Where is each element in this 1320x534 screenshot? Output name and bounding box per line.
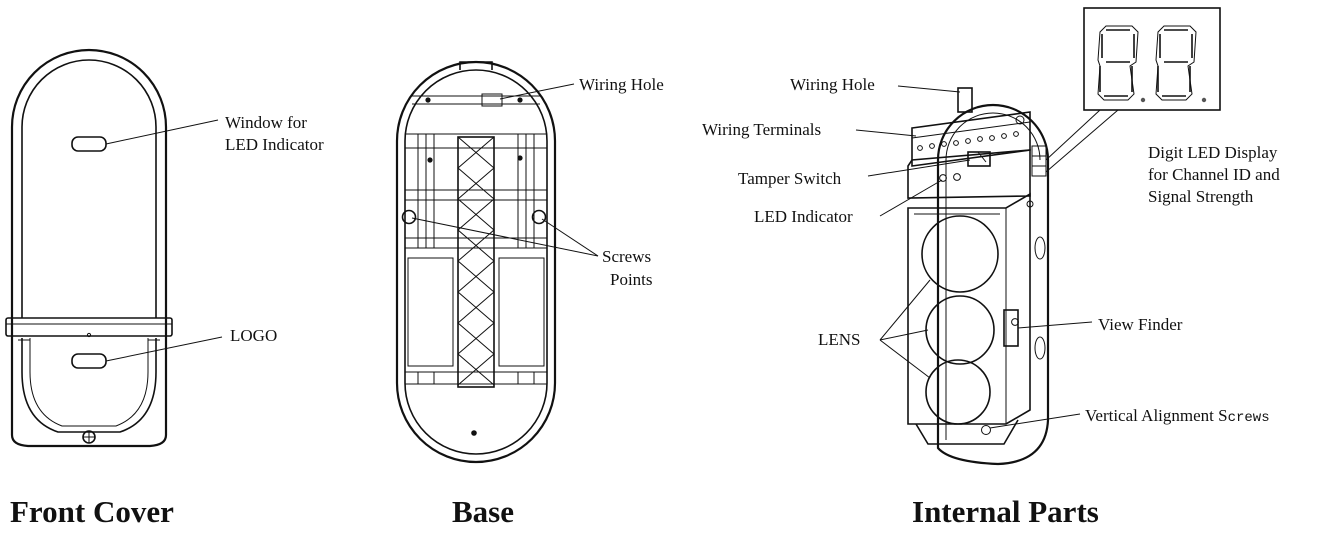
wiring-terminals-label: Wiring Terminals: [702, 120, 821, 139]
internal-wiring-hole-label: Wiring Hole: [790, 75, 875, 94]
internal-parts-drawing: [855, 7, 1221, 466]
base-screws-label: Screws: [602, 247, 651, 266]
digit-display-label-2: for Channel ID and: [1148, 165, 1280, 184]
base-wiring-hole-label: Wiring Hole: [579, 75, 664, 94]
front-cover-drawing: [5, 48, 223, 448]
front-logo-label: LOGO: [230, 326, 277, 345]
front-logo-shape: [71, 353, 107, 369]
tamper-switch-shape: [967, 151, 991, 167]
vertical-alignment-text-b: crews: [1228, 410, 1270, 426]
lens-top: [921, 215, 999, 293]
vertical-alignment-label: Vertical Alignment Screws: [1085, 406, 1270, 426]
base-screw-left: [401, 209, 417, 225]
front-cover-title: Front Cover: [10, 494, 174, 529]
led-indicator-label: LED Indicator: [754, 207, 853, 226]
digit-led-display: [1083, 7, 1221, 111]
tamper-switch-label: Tamper Switch: [738, 169, 842, 188]
base-screw-right: [531, 209, 547, 225]
front-window-shape: [71, 136, 107, 152]
lens-middle: [925, 295, 995, 365]
lens-label: LENS: [818, 330, 861, 349]
vertical-alignment-text-a: Vertical Alignment S: [1085, 406, 1228, 425]
base-drawing: [395, 60, 599, 464]
digit-display-label-3: Signal Strength: [1148, 187, 1254, 206]
front-window-label-2: LED Indicator: [225, 135, 324, 154]
base-title: Base: [452, 494, 514, 529]
base-screws-label-2: Points: [610, 270, 653, 289]
digit-display-label: Digit LED Display: [1148, 143, 1278, 162]
internal-parts-title: Internal Parts: [912, 494, 1099, 529]
front-window-label: Window for: [225, 113, 307, 132]
lens-bottom: [925, 359, 991, 425]
view-finder-label: View Finder: [1098, 315, 1183, 334]
